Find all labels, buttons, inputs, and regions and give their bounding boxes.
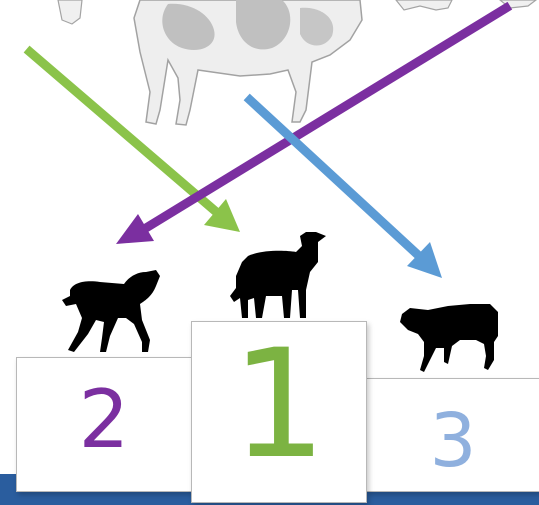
podium-second: 2	[16, 357, 192, 492]
podium-third: 3	[366, 378, 539, 492]
faded-cow-icon	[57, 0, 537, 126]
rank-first-label: 1	[231, 318, 327, 492]
rank-second-label: 2	[78, 373, 130, 466]
rank-third-label: 3	[429, 398, 477, 484]
podium-first: 1	[191, 321, 367, 503]
